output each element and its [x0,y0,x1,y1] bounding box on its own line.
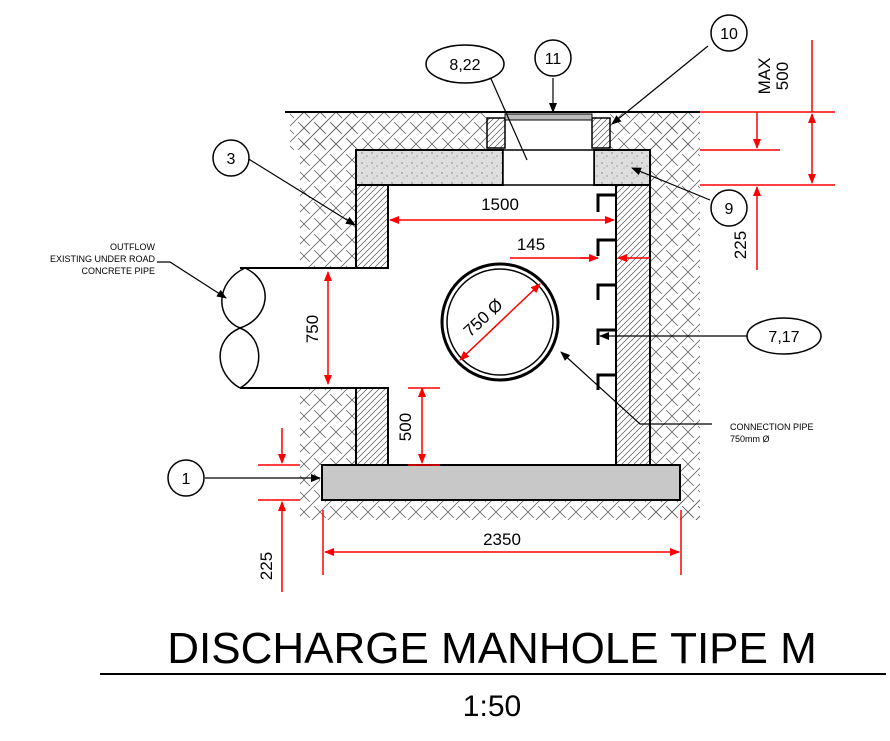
dimension-lines [258,40,835,592]
soil-hatching [290,112,700,520]
base-slab [321,464,681,501]
dim-pipe-invert: 500 [396,413,415,441]
svg-text:3: 3 [227,151,236,168]
callout-7-17: 7,17 [746,317,822,355]
svg-text:9: 9 [725,201,734,218]
dim-pipe-height: 750 [303,315,322,343]
dim-inner-width: 1500 [481,195,519,214]
drawing-scale: 1:50 [463,690,521,723]
svg-text:11: 11 [545,51,562,68]
callout-3: 3 [212,139,250,177]
callout-10: 10 [710,14,748,52]
drawing-title: DISCHARGE MANHOLE TIPE M [167,624,817,673]
dim-max-value: 500 [773,62,792,90]
callout-1: 1 [167,459,205,497]
svg-text:750mm Ø: 750mm Ø [730,434,770,444]
manhole-frame [486,113,611,149]
dim-cover-thickness: 225 [731,231,750,259]
outflow-pipe [219,267,356,389]
svg-text:7,17: 7,17 [768,329,799,346]
leader-lines [157,45,748,482]
step-irons [596,193,616,390]
dim-max-label: MAX [755,58,774,95]
callout-11: 11 [534,39,572,77]
cover-slab [355,149,651,186]
dim-base-thickness: 225 [257,552,276,580]
svg-text:EXISTING UNDER ROAD: EXISTING UNDER ROAD [50,254,156,264]
callout-8-22: 8,22 [425,44,505,84]
outflow-note: OUTFLOW EXISTING UNDER ROAD CONCRETE PIP… [50,242,156,276]
callout-9: 9 [710,189,748,227]
svg-text:8,22: 8,22 [449,57,480,74]
svg-text:10: 10 [720,26,738,43]
svg-text:CONCRETE PIPE: CONCRETE PIPE [81,266,155,276]
dim-overall-width: 2350 [483,530,521,549]
svg-text:1: 1 [182,471,191,488]
dim-step-offset: 145 [517,235,545,254]
connection-note: CONNECTION PIPE 750mm Ø [730,422,814,444]
svg-text:CONNECTION PIPE: CONNECTION PIPE [730,422,814,432]
svg-text:OUTFLOW: OUTFLOW [110,242,156,252]
